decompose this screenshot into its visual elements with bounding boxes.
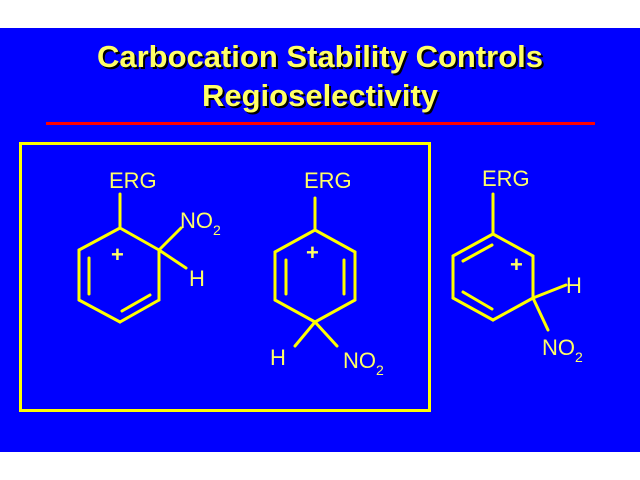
bond: [77, 226, 122, 252]
bond: [77, 298, 122, 324]
cation-plus: +: [111, 242, 124, 267]
bond: [273, 298, 317, 324]
bond: [531, 283, 568, 300]
double-bond-line: [461, 243, 494, 263]
hydrogen-label: H: [566, 273, 582, 298]
bond: [491, 232, 535, 258]
erg-label: ERG: [109, 168, 157, 193]
bond: [273, 228, 317, 254]
bond: [293, 320, 317, 348]
bond: [313, 320, 339, 348]
highlight-frame: [19, 142, 431, 412]
cation-plus: +: [306, 240, 319, 265]
title-underline: [46, 122, 595, 125]
bond: [313, 298, 357, 324]
bond: [118, 226, 161, 252]
bond: [157, 226, 183, 252]
bond: [313, 228, 357, 254]
bond: [157, 248, 188, 270]
bond: [491, 296, 535, 322]
hydrogen-label: H: [189, 266, 205, 291]
meta-sigma-complex: ERG + H NO2: [451, 166, 583, 365]
nitro-label: NO2: [180, 208, 221, 238]
erg-label: ERG: [304, 168, 352, 193]
double-bond-line: [461, 290, 494, 311]
bond: [451, 296, 495, 322]
bond: [118, 298, 161, 324]
cation-plus: +: [510, 252, 523, 277]
title-line-2: Regioselectivity: [201, 78, 439, 113]
structures-canvas: ERG + NO2 H ERG + H NO2: [77, 166, 583, 378]
hydrogen-label: H: [270, 345, 286, 370]
slide: Carbocation Stability Controls Regiosele…: [0, 28, 640, 452]
nitro-label: NO2: [343, 348, 384, 378]
erg-label: ERG: [482, 166, 530, 191]
bond: [451, 232, 495, 258]
title-line-1: Carbocation Stability Controls: [96, 39, 544, 74]
ortho-sigma-complex: ERG + NO2 H: [77, 168, 221, 324]
nitro-label: NO2: [542, 335, 583, 365]
bond: [531, 296, 550, 332]
para-sigma-complex: ERG + H NO2: [270, 168, 384, 378]
double-bond-line: [120, 293, 152, 313]
